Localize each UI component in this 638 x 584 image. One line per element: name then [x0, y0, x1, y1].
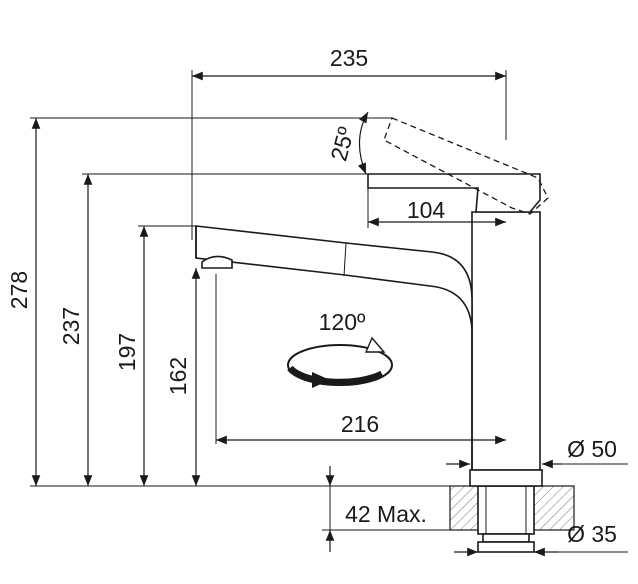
dimension-lever-length: 104: [367, 188, 506, 228]
dimension-height-outlet: 162: [165, 268, 201, 486]
base-diameter-label: Ø 50: [567, 436, 617, 462]
dimension-lever-angle: 25º: [325, 111, 369, 175]
dimension-height-spout: 197: [114, 225, 196, 486]
dimension-height-lever: 237: [58, 173, 368, 486]
max-thickness-label: 42 Max.: [345, 501, 427, 527]
rotation-arrow-icon: [364, 336, 386, 353]
lever-length-label: 104: [407, 197, 446, 223]
dimension-max-thickness: 42 Max.: [322, 466, 450, 552]
dimension-spout-reach: 216: [215, 274, 506, 445]
dimension-height-total: 278: [6, 117, 392, 486]
dimension-thread-diameter: Ø 35: [454, 521, 628, 557]
rotation-arrow-icon: [312, 372, 330, 388]
height-total-label: 278: [6, 271, 32, 309]
dimension-base-diameter: Ø 50: [446, 436, 628, 469]
faucet-spout: [195, 225, 473, 470]
faucet-lever: [367, 173, 541, 213]
lever-angle-label: 25º: [325, 124, 359, 164]
lever-raised-outline: [383, 117, 549, 215]
width-total-label: 235: [330, 45, 368, 71]
countertop: [449, 485, 575, 531]
rotation-symbol: 120º: [287, 309, 393, 388]
mounting-thread: [477, 485, 535, 553]
thread-diameter-label: Ø 35: [567, 521, 617, 547]
dimension-width-total: 235: [191, 45, 507, 240]
spout-reach-label: 216: [341, 411, 379, 437]
rotation-angle-label: 120º: [319, 309, 366, 335]
height-lever-label: 237: [58, 307, 84, 345]
height-outlet-label: 162: [165, 357, 191, 395]
height-spout-label: 197: [114, 333, 140, 371]
faucet-body: [469, 211, 543, 487]
